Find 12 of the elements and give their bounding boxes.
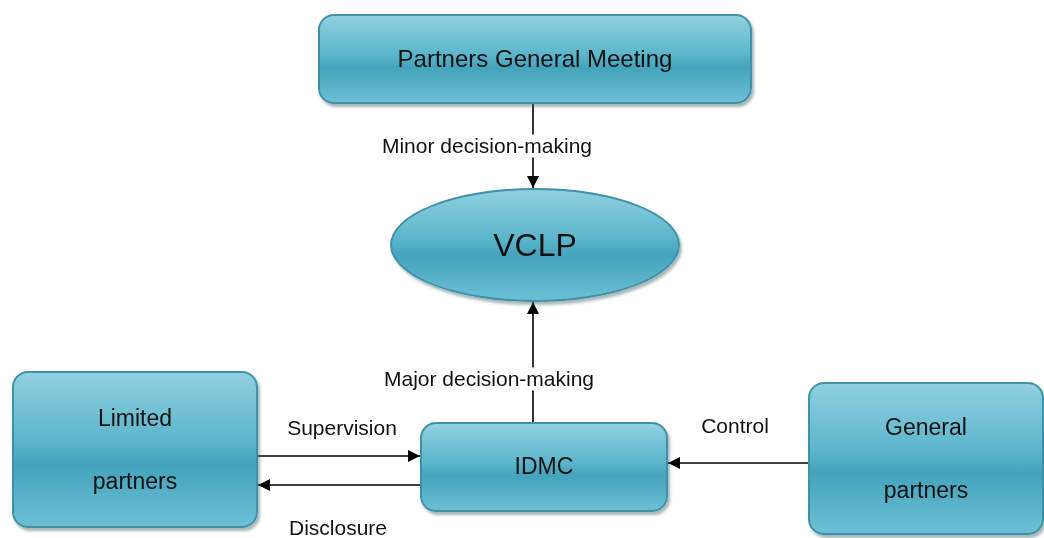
process-box	[808, 382, 1044, 535]
node-label: General partners	[882, 413, 970, 505]
process-box	[12, 371, 258, 528]
process-box	[318, 14, 752, 104]
arrow	[257, 479, 421, 491]
arrow	[257, 450, 421, 462]
node-label: Partners General Meeting	[397, 44, 673, 74]
node-label: Limited partners	[91, 404, 179, 496]
node-label: IDMC	[514, 453, 574, 481]
node-label: VCLP	[493, 225, 577, 265]
process-box	[420, 422, 668, 512]
arrow	[667, 457, 809, 469]
